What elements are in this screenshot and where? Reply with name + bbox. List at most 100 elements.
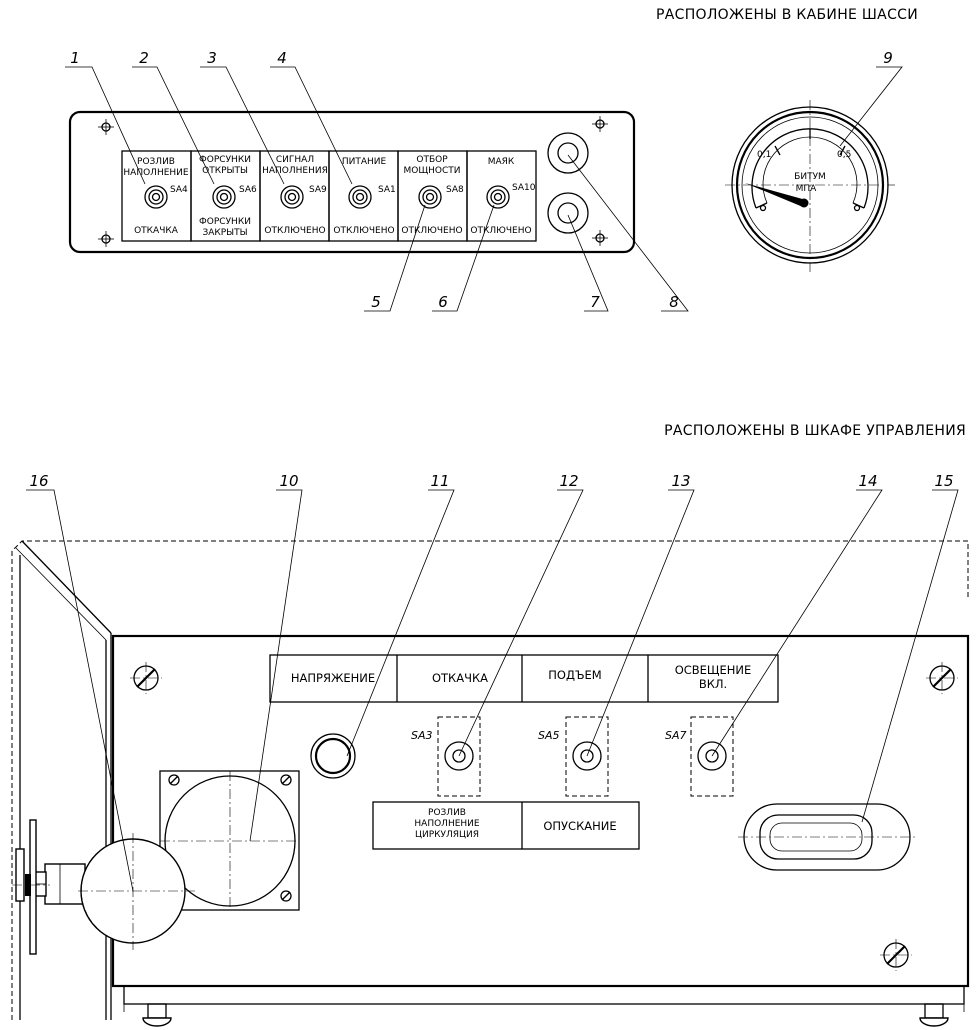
plate-voltage: НАПРЯЖЕНИЕ [291, 671, 375, 685]
switch-3-top-line-2: НАПОЛНЕНИЯ [262, 166, 328, 176]
switch-6-bottom-line-1: ОТКЛЮЧЕНО [470, 226, 531, 236]
switch-3-bottom-line-1: ОТКЛЮЧЕНО [264, 226, 325, 236]
toggle-switch-6-icon[interactable] [486, 185, 510, 209]
switch-sa7-tag: SA7 [665, 729, 687, 742]
switch-box-6: МАЯК SA10 ОТКЛЮЧЕНО [466, 150, 537, 242]
callout-leaders [26, 66, 959, 892]
panel-screw-icon [926, 662, 958, 694]
switch-sa3-tag: SA3 [411, 729, 433, 742]
switch-box-4: ПИТАНИЕ SA1 ОТКЛЮЧЕНО [328, 150, 399, 242]
callout-1: 1 [70, 49, 80, 67]
meter-10-icon [159, 770, 300, 911]
callout-14: 14 [858, 472, 877, 490]
plate-lowering: ОПУСКАНИЕ [543, 819, 616, 833]
plate-light-line-2: ВКЛ. [699, 677, 727, 691]
switch-4-bottom-line-1: ОТКЛЮЧЕНО [333, 226, 394, 236]
toggle-switch-sa7-icon[interactable] [697, 741, 727, 771]
plate-light-line-1: ОСВЕЩЕНИЕ [675, 663, 752, 677]
plate-pumping: ОТКАЧКА [432, 671, 488, 685]
toggle-switch-sa5-icon[interactable] [572, 741, 602, 771]
panel-screw-icon [98, 231, 114, 247]
switch-2-bottom-line-1: ФОРСУНКИ [199, 217, 251, 227]
toggle-switch-1-icon[interactable] [144, 185, 168, 209]
callout-15: 15 [934, 472, 953, 490]
toggle-switch-3-icon[interactable] [280, 185, 304, 209]
callout-12: 12 [559, 472, 578, 490]
panel-screw-icon [880, 939, 912, 971]
switch-1-bottom-line-1: ОТКАЧКА [134, 226, 179, 236]
callout-4: 4 [277, 49, 287, 67]
switch-4-tag: SA1 [378, 185, 396, 195]
switch-1-top-line-2: НАПОЛНЕНИЕ [123, 168, 188, 178]
plate-fill-line-3: ЦИРКУЛЯЦИЯ [415, 830, 479, 840]
switch-1-tag: SA4 [170, 185, 188, 195]
switch-6-top-line-1: МАЯК [488, 157, 515, 167]
panel-screw-icon [592, 116, 608, 132]
indicator-lamp-8-icon [547, 132, 589, 174]
switch-1-top-line-1: РОЗЛИВ [137, 157, 175, 167]
toggle-switch-2-icon[interactable] [212, 185, 236, 209]
callout-9: 9 [883, 49, 893, 67]
caption-cab: РАСПОЛОЖЕНЫ В КАБИНЕ ШАССИ [656, 7, 918, 23]
panel-screw-icon [130, 662, 162, 694]
plate-fill-line-1: РОЗЛИВ [428, 808, 466, 818]
connector-15-icon [738, 803, 915, 871]
cab-panel-outline [68, 110, 636, 254]
gauge-label-top: БИТУМ [794, 172, 826, 182]
switch-4-top-line-1: ПИТАНИЕ [342, 157, 387, 167]
switch-2-top-line-1: ФОРСУНКИ [199, 155, 251, 165]
gauge-needle-icon [745, 183, 809, 208]
switch-5-tag: SA8 [446, 185, 464, 195]
lever-knob-16-icon[interactable] [12, 819, 195, 955]
callout-2: 2 [139, 49, 149, 67]
panel-screw-icon [592, 230, 608, 246]
cabinet-foot-icon [142, 1003, 172, 1027]
callout-7: 7 [590, 293, 600, 311]
switch-6-tag: SA10 [512, 183, 536, 193]
switch-3-top-line-1: СИГНАЛ [276, 155, 314, 165]
callout-3: 3 [207, 49, 217, 67]
callout-6: 6 [438, 293, 448, 311]
cabinet-foot-icon [919, 1003, 949, 1027]
gauge-scale-max: 0,5 [837, 150, 851, 160]
callout-11: 11 [430, 472, 449, 490]
indicator-lamp-11-icon [310, 733, 356, 779]
toggle-switch-4-icon[interactable] [348, 185, 372, 209]
switch-5-bottom-line-1: ОТКЛЮЧЕНО [401, 226, 462, 236]
switch-2-top-line-2: ОТКРЫТЫ [202, 166, 248, 176]
caption-cabinet: РАСПОЛОЖЕНЫ В ШКАФЕ УПРАВЛЕНИЯ [664, 423, 966, 439]
toggle-switch-sa3-icon[interactable] [444, 741, 474, 771]
switch-sa5-tag: SA5 [538, 729, 560, 742]
toggle-switch-5-icon[interactable] [418, 185, 442, 209]
switch-3-tag: SA9 [309, 185, 327, 195]
switch-2-bottom-line-2: ЗАКРЫТЫ [202, 228, 247, 238]
plate-lift: ПОДЪЕМ [548, 668, 601, 682]
switch-5-top-line-2: МОЩНОСТИ [403, 166, 460, 176]
switch-5-top-line-1: ОТБОР [416, 155, 448, 165]
callout-8: 8 [669, 293, 679, 311]
switch-2-tag: SA6 [239, 185, 257, 195]
bitumen-pressure-gauge: 0,1 0,5 БИТУМ МПА [725, 100, 895, 272]
callout-5: 5 [371, 293, 381, 311]
callout-16: 16 [29, 472, 48, 490]
callout-10: 10 [279, 472, 298, 490]
panel-screw-icon [98, 119, 114, 135]
indicator-lamp-7-icon [547, 192, 589, 234]
gauge-label-bottom: МПА [796, 184, 818, 194]
gauge-scale-min: 0,1 [757, 150, 771, 160]
plate-fill-line-2: НАПОЛНЕНИЕ [414, 819, 479, 829]
